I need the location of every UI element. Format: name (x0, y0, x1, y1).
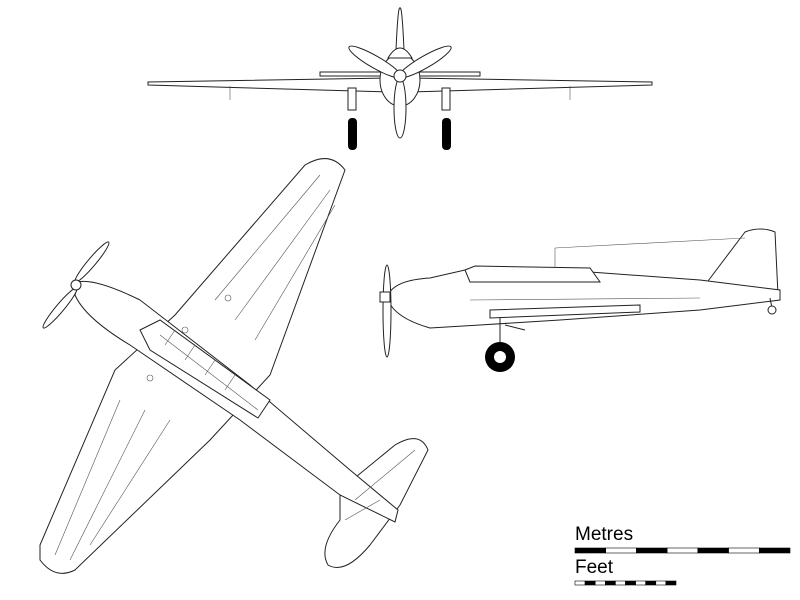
scale-segment (645, 580, 657, 586)
scale-segment (615, 580, 626, 586)
front-left-wheel (348, 118, 357, 150)
scale-segment (605, 547, 637, 554)
front-propeller (348, 45, 452, 139)
side-propeller (382, 264, 392, 358)
side-tail-wheel (767, 305, 777, 315)
scale-segment (574, 580, 586, 586)
scale-segment (635, 580, 646, 586)
side-fin (704, 228, 779, 296)
scale-segment (655, 580, 667, 586)
front-view (147, 7, 653, 150)
front-canopy (387, 47, 413, 59)
scale-segment (666, 547, 699, 554)
scale-segment (625, 580, 636, 586)
feet-label: Feet (575, 557, 614, 578)
top-propeller (42, 241, 110, 329)
scale-segment (574, 547, 607, 554)
scale-segment (604, 580, 616, 586)
scale-segment (636, 547, 668, 554)
side-view (379, 228, 781, 372)
scale-segment (594, 580, 606, 586)
front-right-wheel (442, 118, 451, 150)
scale-segment (758, 547, 791, 554)
scale-segment (584, 580, 596, 586)
top-view (39, 158, 429, 574)
scale-segment (665, 580, 677, 586)
metres-label: Metres (575, 524, 634, 545)
side-canopy (464, 265, 601, 283)
feet-scale-bar (574, 580, 677, 586)
scale-segment (728, 547, 760, 554)
front-fin (395, 7, 405, 51)
scale-segment (697, 547, 729, 554)
metres-scale-bar (574, 547, 791, 554)
